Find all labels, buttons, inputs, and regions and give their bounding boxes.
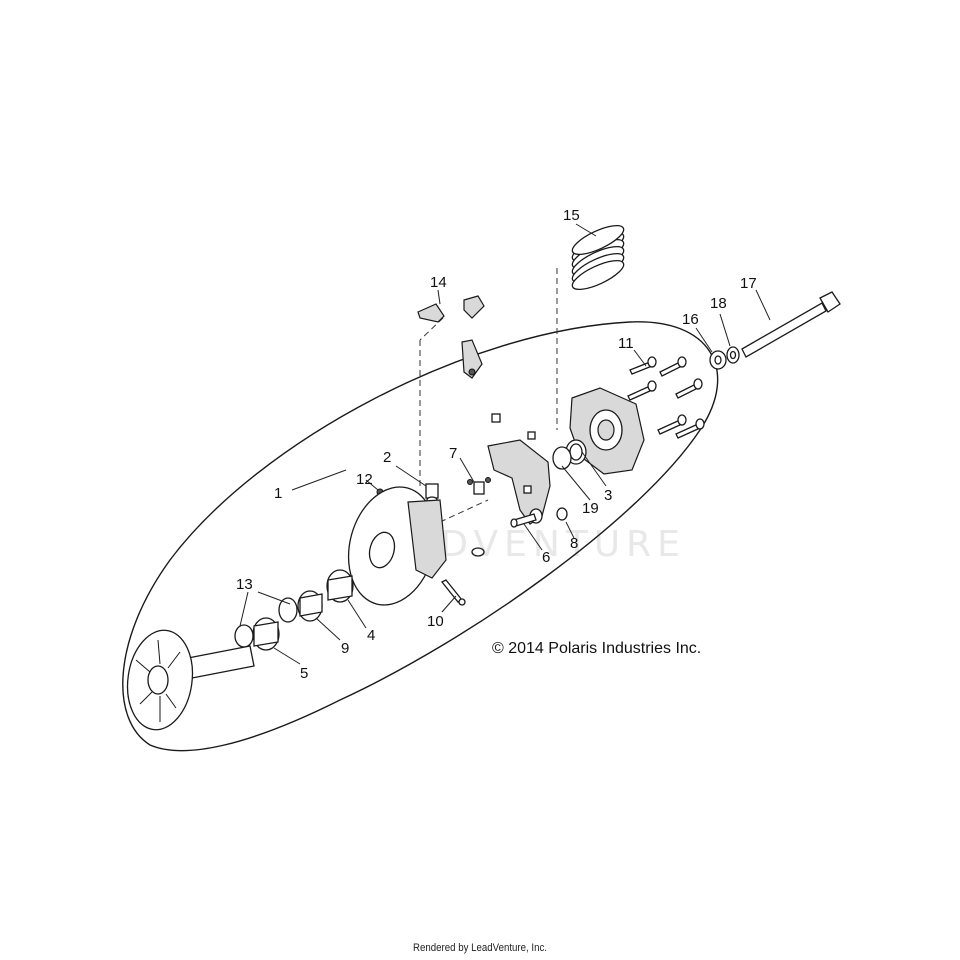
- spider-part: [487, 413, 568, 525]
- callout-10: 10: [427, 613, 444, 630]
- callout-11: 11: [618, 335, 634, 352]
- callout-19: 19: [582, 500, 599, 517]
- rendered-by-footer: Rendered by LeadVenture, Inc.: [412, 942, 548, 954]
- callout-17: 17: [740, 275, 757, 292]
- callout-5: 5: [300, 665, 308, 682]
- callout-3: 3: [604, 487, 612, 504]
- callout-14: 14: [430, 274, 447, 291]
- long-pin-part: [440, 579, 466, 606]
- pin-part: [510, 513, 537, 528]
- alignment-line-14: [419, 317, 444, 341]
- callout-13: 13: [236, 576, 253, 593]
- fixed-sheave-part: [126, 629, 255, 731]
- callout-6: 6: [542, 549, 550, 566]
- roller-parts: [376, 477, 491, 557]
- movable-sheave-part: [347, 486, 447, 606]
- callout-12: 12: [356, 471, 373, 488]
- bushing-parts: [234, 569, 354, 651]
- callout-7: 7: [449, 445, 457, 462]
- nut-washer-parts: [709, 346, 740, 370]
- callout-8: 8: [570, 535, 578, 552]
- callout-18: 18: [710, 295, 727, 312]
- cover-bolts: [627, 356, 705, 439]
- cover-housing-part: [552, 387, 645, 475]
- leader-lines: [239, 223, 771, 665]
- callout-2: 2: [383, 449, 391, 466]
- callout-4: 4: [367, 627, 375, 644]
- assembly-outline: [122, 321, 719, 752]
- spring-part: [571, 224, 625, 291]
- callout-1: 1: [274, 485, 282, 502]
- long-bolt-part: [741, 291, 841, 358]
- alignment-line-axis: [439, 499, 489, 523]
- callout-9: 9: [341, 640, 349, 657]
- callout-16: 16: [682, 311, 699, 328]
- copyright-notice: © 2014 Polaris Industries Inc.: [492, 640, 701, 657]
- weight-parts: [417, 295, 485, 379]
- callout-15: 15: [563, 207, 580, 224]
